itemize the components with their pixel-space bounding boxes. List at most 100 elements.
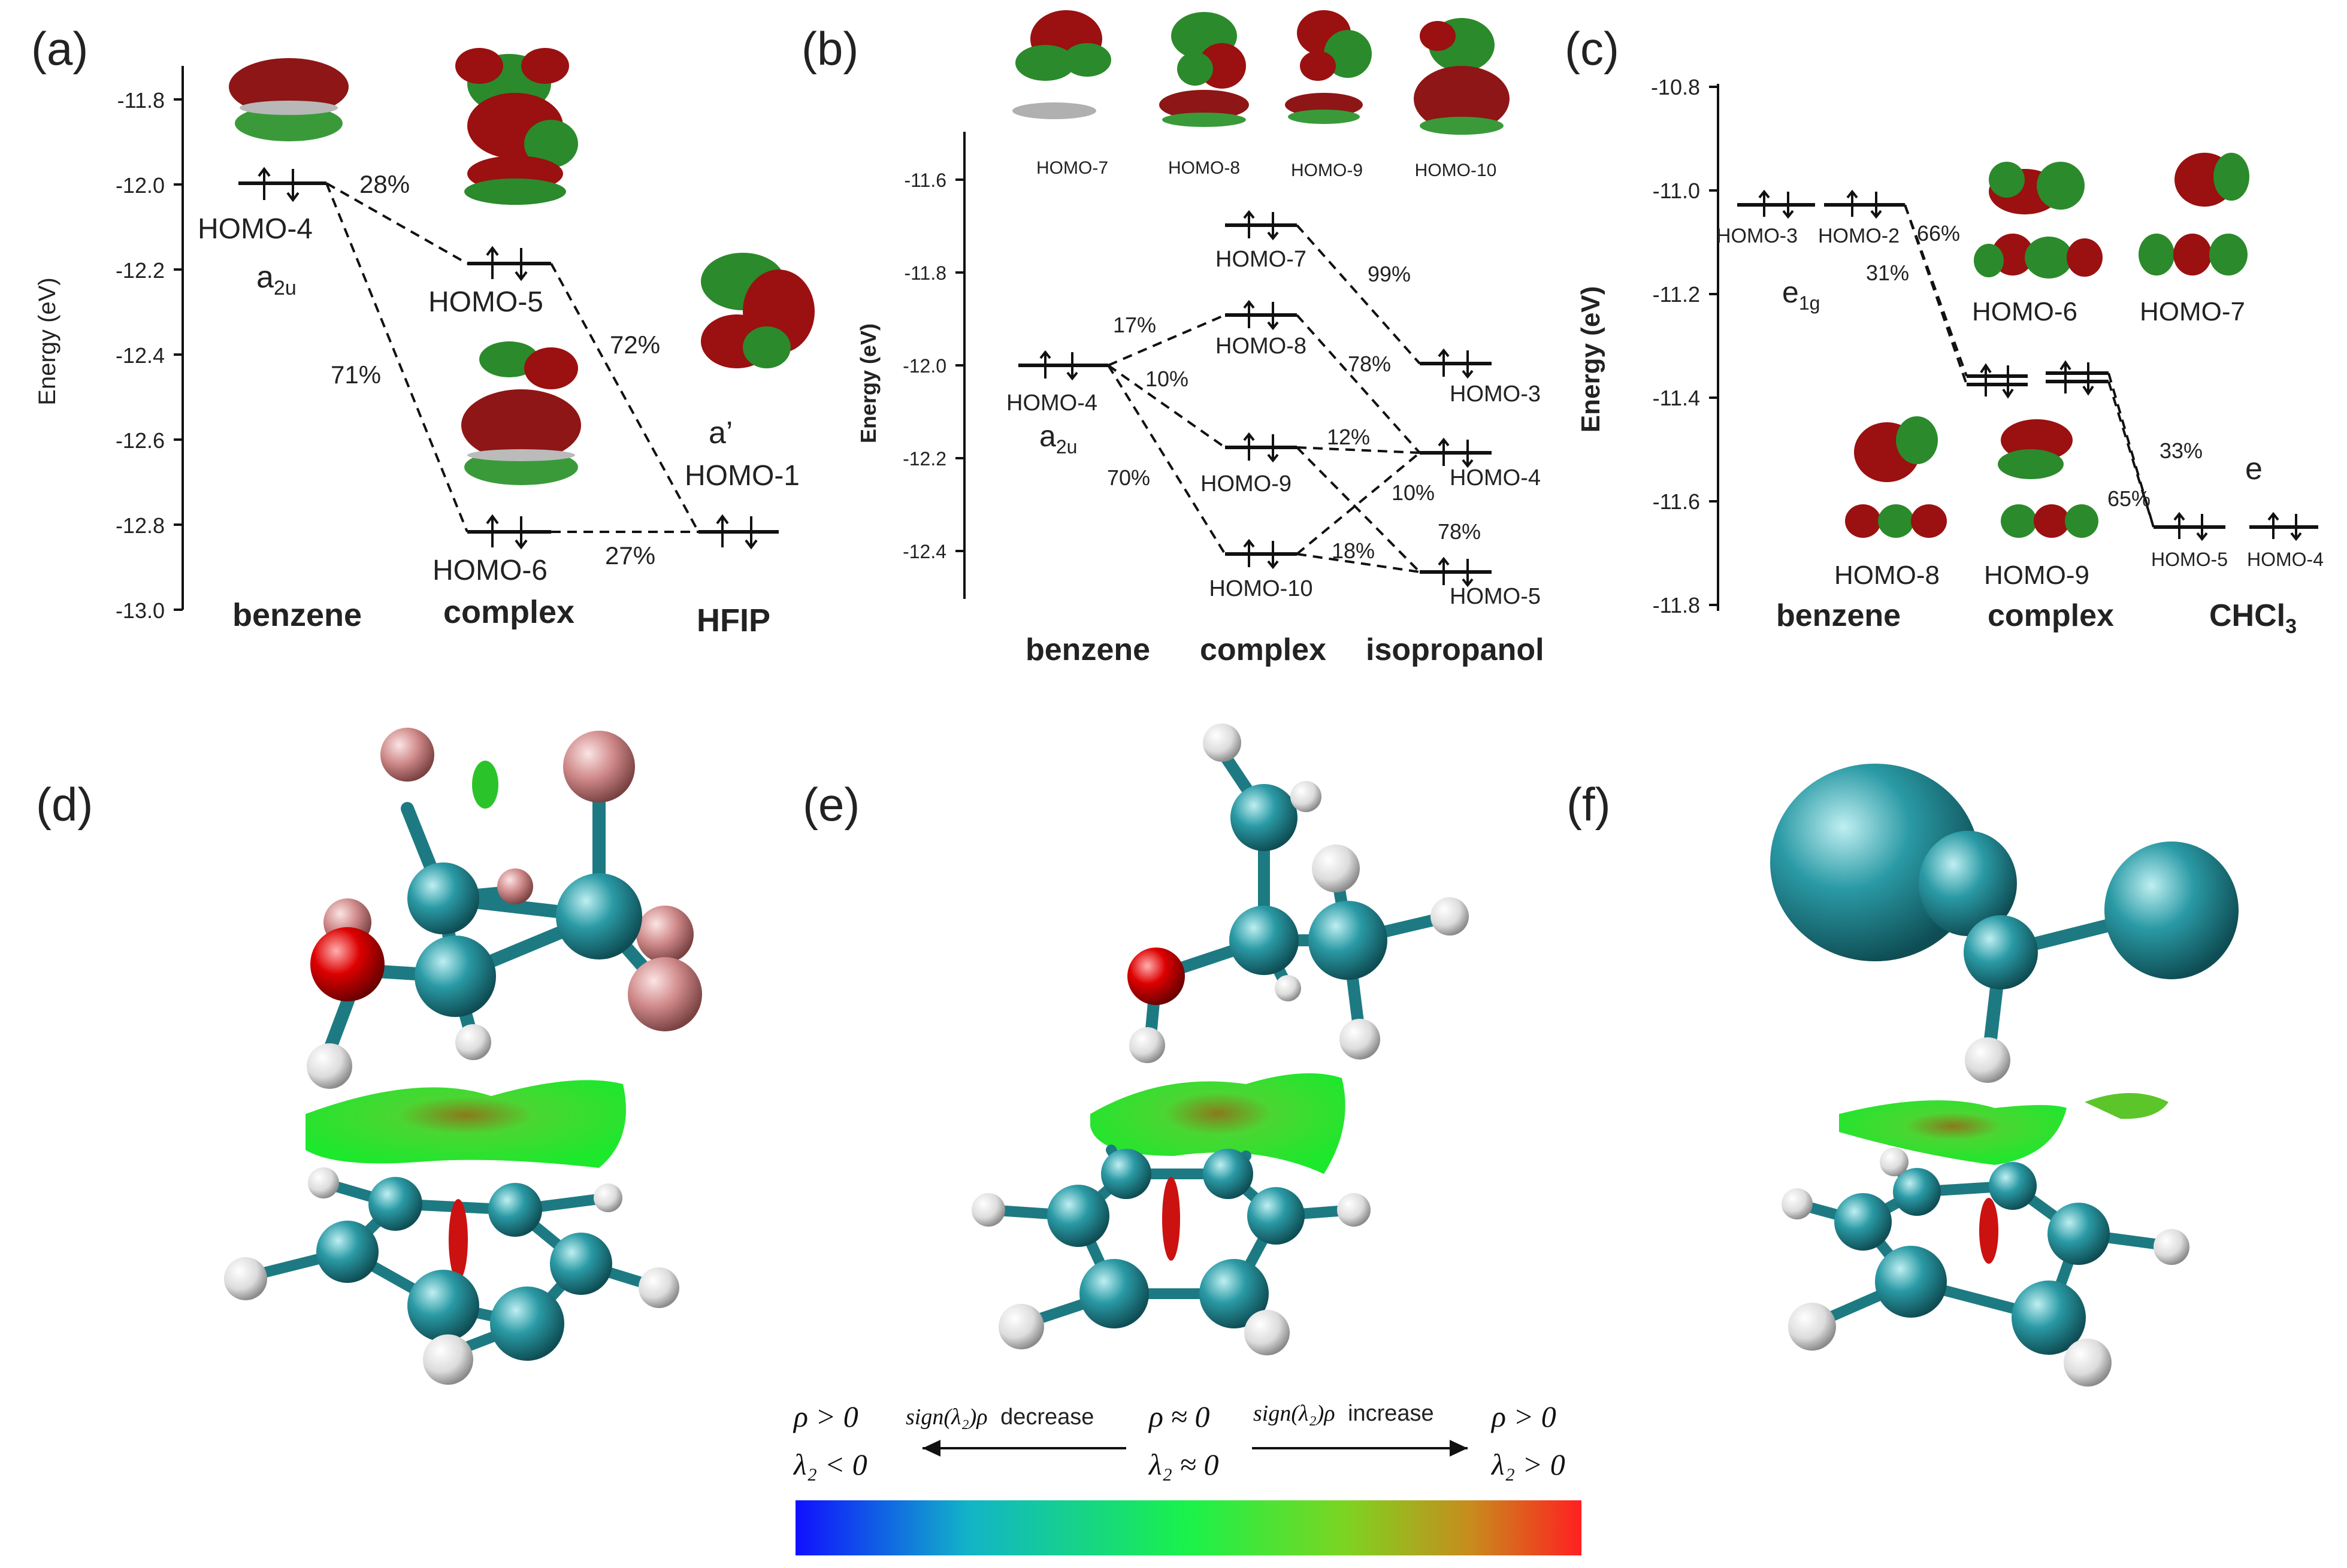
orbital-label: HOMO-1 <box>685 460 800 492</box>
tick-label: -12.4 <box>116 343 165 368</box>
legend-left-bottom: λ₂ < 0 <box>793 1448 867 1481</box>
panel-b-ticks: -11.6 -11.8 -12.0 -12.2 -12.4 <box>903 169 964 562</box>
tick-label: -11.6 <box>1653 489 1700 514</box>
symmetry-label: a2u <box>256 260 297 299</box>
orbital-c-homo6 <box>1974 162 2103 279</box>
orbital-label: HOMO-8 <box>1215 334 1306 359</box>
tick-label: -11.0 <box>1653 178 1700 203</box>
orbital-label: HOMO-8 <box>1834 561 1940 590</box>
carbon-atom <box>1247 1187 1305 1245</box>
nci-color-bar <box>796 1500 1581 1555</box>
mo-label: HOMO-10 <box>1415 161 1497 180</box>
mo-label: HOMO-8 <box>1168 158 1240 178</box>
correlation-line <box>550 263 700 532</box>
hydrogen-atom <box>308 1167 339 1198</box>
percent-label: 72% <box>610 331 660 359</box>
electron-arrows <box>1039 210 1474 588</box>
oxygen-atom <box>310 927 385 1001</box>
orbital-complex-homo6 <box>461 341 581 485</box>
hydrogen-atom <box>1337 1193 1371 1227</box>
group-label: benzene <box>1776 598 1901 633</box>
orbital-label: HOMO-4 <box>1006 391 1097 416</box>
percent-label: 10% <box>1145 367 1188 391</box>
hydrogen-atom <box>1788 1303 1836 1351</box>
percent-label: 31% <box>1866 261 1909 285</box>
percent-label: 28% <box>359 170 410 198</box>
orbital-b-homo9 <box>1285 10 1372 124</box>
correlation-line <box>2107 381 2155 528</box>
orbital-c-homo8 <box>1845 416 1947 538</box>
percent-label: 70% <box>1107 465 1150 490</box>
orbital-hfip-homo1 <box>701 253 815 368</box>
orbital-label: HOMO-9 <box>1200 471 1292 497</box>
legend-mid-bottom: λ₂ ≈ 0 <box>1148 1448 1218 1481</box>
fluorine-atom <box>636 906 694 963</box>
fluorine-atom <box>563 731 635 803</box>
carbon-atom <box>316 1221 379 1283</box>
hydrogen-atom <box>1965 1037 2010 1083</box>
correlation-line <box>1296 553 1420 573</box>
percent-label: 78% <box>1348 352 1391 376</box>
carbon-atom <box>407 1270 479 1342</box>
percent-label: 33% <box>2160 438 2203 463</box>
carbon-atom <box>415 936 496 1017</box>
panel-f-label: (f) <box>1566 778 1611 831</box>
tick-label: -12.4 <box>903 541 946 562</box>
nci-isosurface <box>2085 1093 2168 1119</box>
tick-label: -12.6 <box>116 428 165 453</box>
carbon-atom <box>1047 1185 1109 1247</box>
panel-a: (a) -11.8 -12.0 -12.2 -12.4 -12.6 -12.8 … <box>31 22 815 638</box>
tick-label: -12.2 <box>903 448 946 470</box>
carbon-atom <box>1203 1149 1253 1199</box>
hydrogen-atom <box>1880 1148 1909 1176</box>
hydrogen-atom <box>1782 1188 1813 1219</box>
fluorine-atom <box>497 868 533 904</box>
nci-isosurface <box>306 1080 626 1168</box>
correlation-line <box>325 183 468 532</box>
orbital-b-homo7 <box>1012 10 1111 119</box>
panel-b: (b) -11.6 -11.8 -12.0 -12.2 -12.4 Energy… <box>802 10 1544 667</box>
panel-c-ticks: -10.8 -11.0 -11.2 -11.4 -11.6 -11.8 <box>1651 75 1718 617</box>
hydrogen-atom <box>2154 1229 2189 1265</box>
ring-critical-point <box>449 1199 468 1281</box>
percent-label: 66% <box>1917 221 1960 246</box>
hydrogen-atom <box>423 1334 473 1385</box>
tick-label: -10.8 <box>1651 75 1700 99</box>
percent-label: 17% <box>1113 313 1156 337</box>
nci-legend: ρ > 0 λ₂ < 0 ρ ≈ 0 λ₂ ≈ 0 ρ > 0 λ₂ > 0 s… <box>793 1400 1581 1555</box>
fluorine-atom <box>380 728 434 782</box>
hydrogen-atom <box>1430 897 1469 936</box>
group-label: complex <box>443 594 574 630</box>
group-label: complex <box>1200 632 1326 667</box>
carbon-atom <box>1893 1168 1941 1216</box>
ring-critical-point <box>1979 1198 1998 1264</box>
chlorine-atom <box>1919 831 2017 936</box>
hydrogen-atom <box>594 1183 622 1212</box>
orbital-label: HOMO-4 <box>2247 549 2324 570</box>
nci-isosurface <box>472 761 498 809</box>
tick-label: -12.0 <box>116 173 165 198</box>
hydrogen-atom <box>999 1304 1044 1349</box>
percent-label: 99% <box>1368 262 1411 286</box>
correlation-line <box>326 182 468 265</box>
panel-e-label: (e) <box>803 778 860 831</box>
orbital-c-homo7 <box>2139 153 2249 276</box>
y-axis-label: Energy (eV) <box>856 323 881 443</box>
carbon-atom <box>550 1233 612 1295</box>
legend-increase-label: sign(λ₂)ρ increase <box>1253 1401 1434 1426</box>
hydrogen-atom <box>1312 844 1360 892</box>
group-label: isopropanol <box>1366 632 1544 667</box>
tick-label: -13.0 <box>116 598 165 623</box>
orbital-b-homo8 <box>1159 12 1249 127</box>
percent-label: 27% <box>605 541 655 570</box>
group-label: CHCl3 <box>2209 598 2297 638</box>
hydrogen-atom <box>1275 975 1301 1001</box>
oxygen-atom <box>1127 948 1185 1005</box>
orbital-label: HOMO-3 <box>1716 225 1798 247</box>
hydrogen-atom <box>1244 1310 1290 1355</box>
orbital-label: HOMO-5 <box>1450 584 1541 609</box>
hydrogen-atom <box>307 1043 352 1089</box>
carbon-atom <box>1989 1162 2037 1210</box>
panel-d-label: (d) <box>36 778 93 831</box>
tick-label: -11.4 <box>1653 386 1700 410</box>
